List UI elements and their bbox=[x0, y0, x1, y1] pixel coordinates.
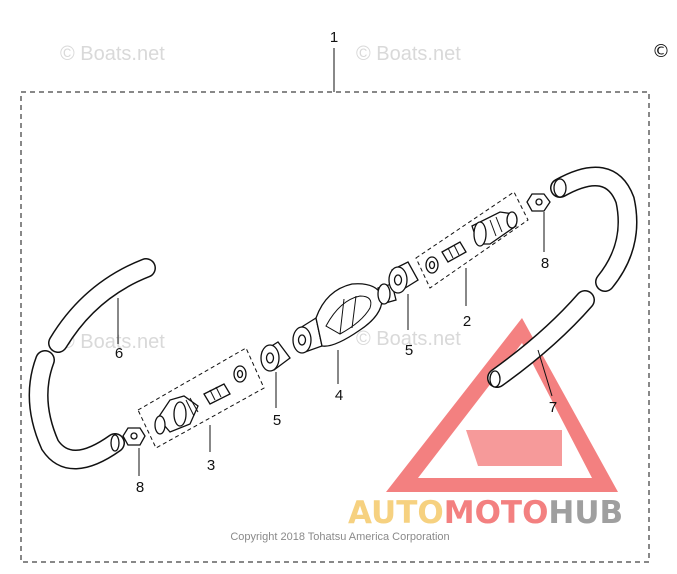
logo-g-bar bbox=[466, 430, 562, 466]
hose-left bbox=[28, 258, 156, 470]
leader-line bbox=[537, 349, 553, 397]
logo-text-hub: HUB bbox=[548, 495, 623, 531]
callout-4: 4 bbox=[335, 387, 343, 404]
callout-3: 3 bbox=[207, 457, 215, 474]
callout-5-right: 5 bbox=[405, 342, 413, 359]
collar-left bbox=[260, 341, 291, 372]
collar-right bbox=[388, 261, 419, 294]
callout-5-left: 5 bbox=[273, 412, 281, 429]
logo-text: AUTOMOTOHUB bbox=[348, 495, 623, 531]
callout-2: 2 bbox=[463, 313, 471, 330]
connector-left-box bbox=[137, 347, 265, 449]
connector-valve-left bbox=[233, 365, 247, 383]
automotohub-logo: AUTOMOTOHUB bbox=[348, 318, 623, 531]
callout-7: 7 bbox=[549, 399, 557, 416]
connector-right-box bbox=[415, 191, 529, 289]
fuel-connector-left bbox=[154, 395, 199, 435]
hose-clamp-left bbox=[122, 427, 146, 446]
logo-triangle bbox=[386, 318, 618, 492]
hose-clamp-right bbox=[526, 193, 551, 212]
primer-bulb bbox=[292, 283, 397, 354]
logo-text-auto: AUTO bbox=[348, 495, 444, 531]
copyright-footer: Copyright 2018 Tohatsu America Corporati… bbox=[230, 531, 449, 543]
hose-right bbox=[487, 166, 638, 388]
fuel-connector-right bbox=[471, 211, 518, 247]
connector-spring-right bbox=[441, 241, 467, 263]
watermark: © Boats.net bbox=[60, 43, 165, 65]
watermark: © Boats.net bbox=[60, 331, 165, 353]
callout-1: 1 bbox=[330, 29, 338, 46]
copyright-symbol: © bbox=[652, 41, 670, 62]
connector-set-left bbox=[137, 347, 265, 449]
connector-valve-right bbox=[425, 256, 439, 274]
connector-set-right bbox=[415, 191, 529, 289]
watermark: © Boats.net bbox=[356, 43, 461, 65]
callout-8-right: 8 bbox=[541, 255, 549, 272]
callout-8-left: 8 bbox=[136, 479, 144, 496]
callout-6: 6 bbox=[115, 345, 123, 362]
connector-spring-left bbox=[203, 383, 231, 405]
logo-text-moto: MOTO bbox=[444, 495, 549, 531]
watermark: © Boats.net bbox=[356, 328, 461, 350]
